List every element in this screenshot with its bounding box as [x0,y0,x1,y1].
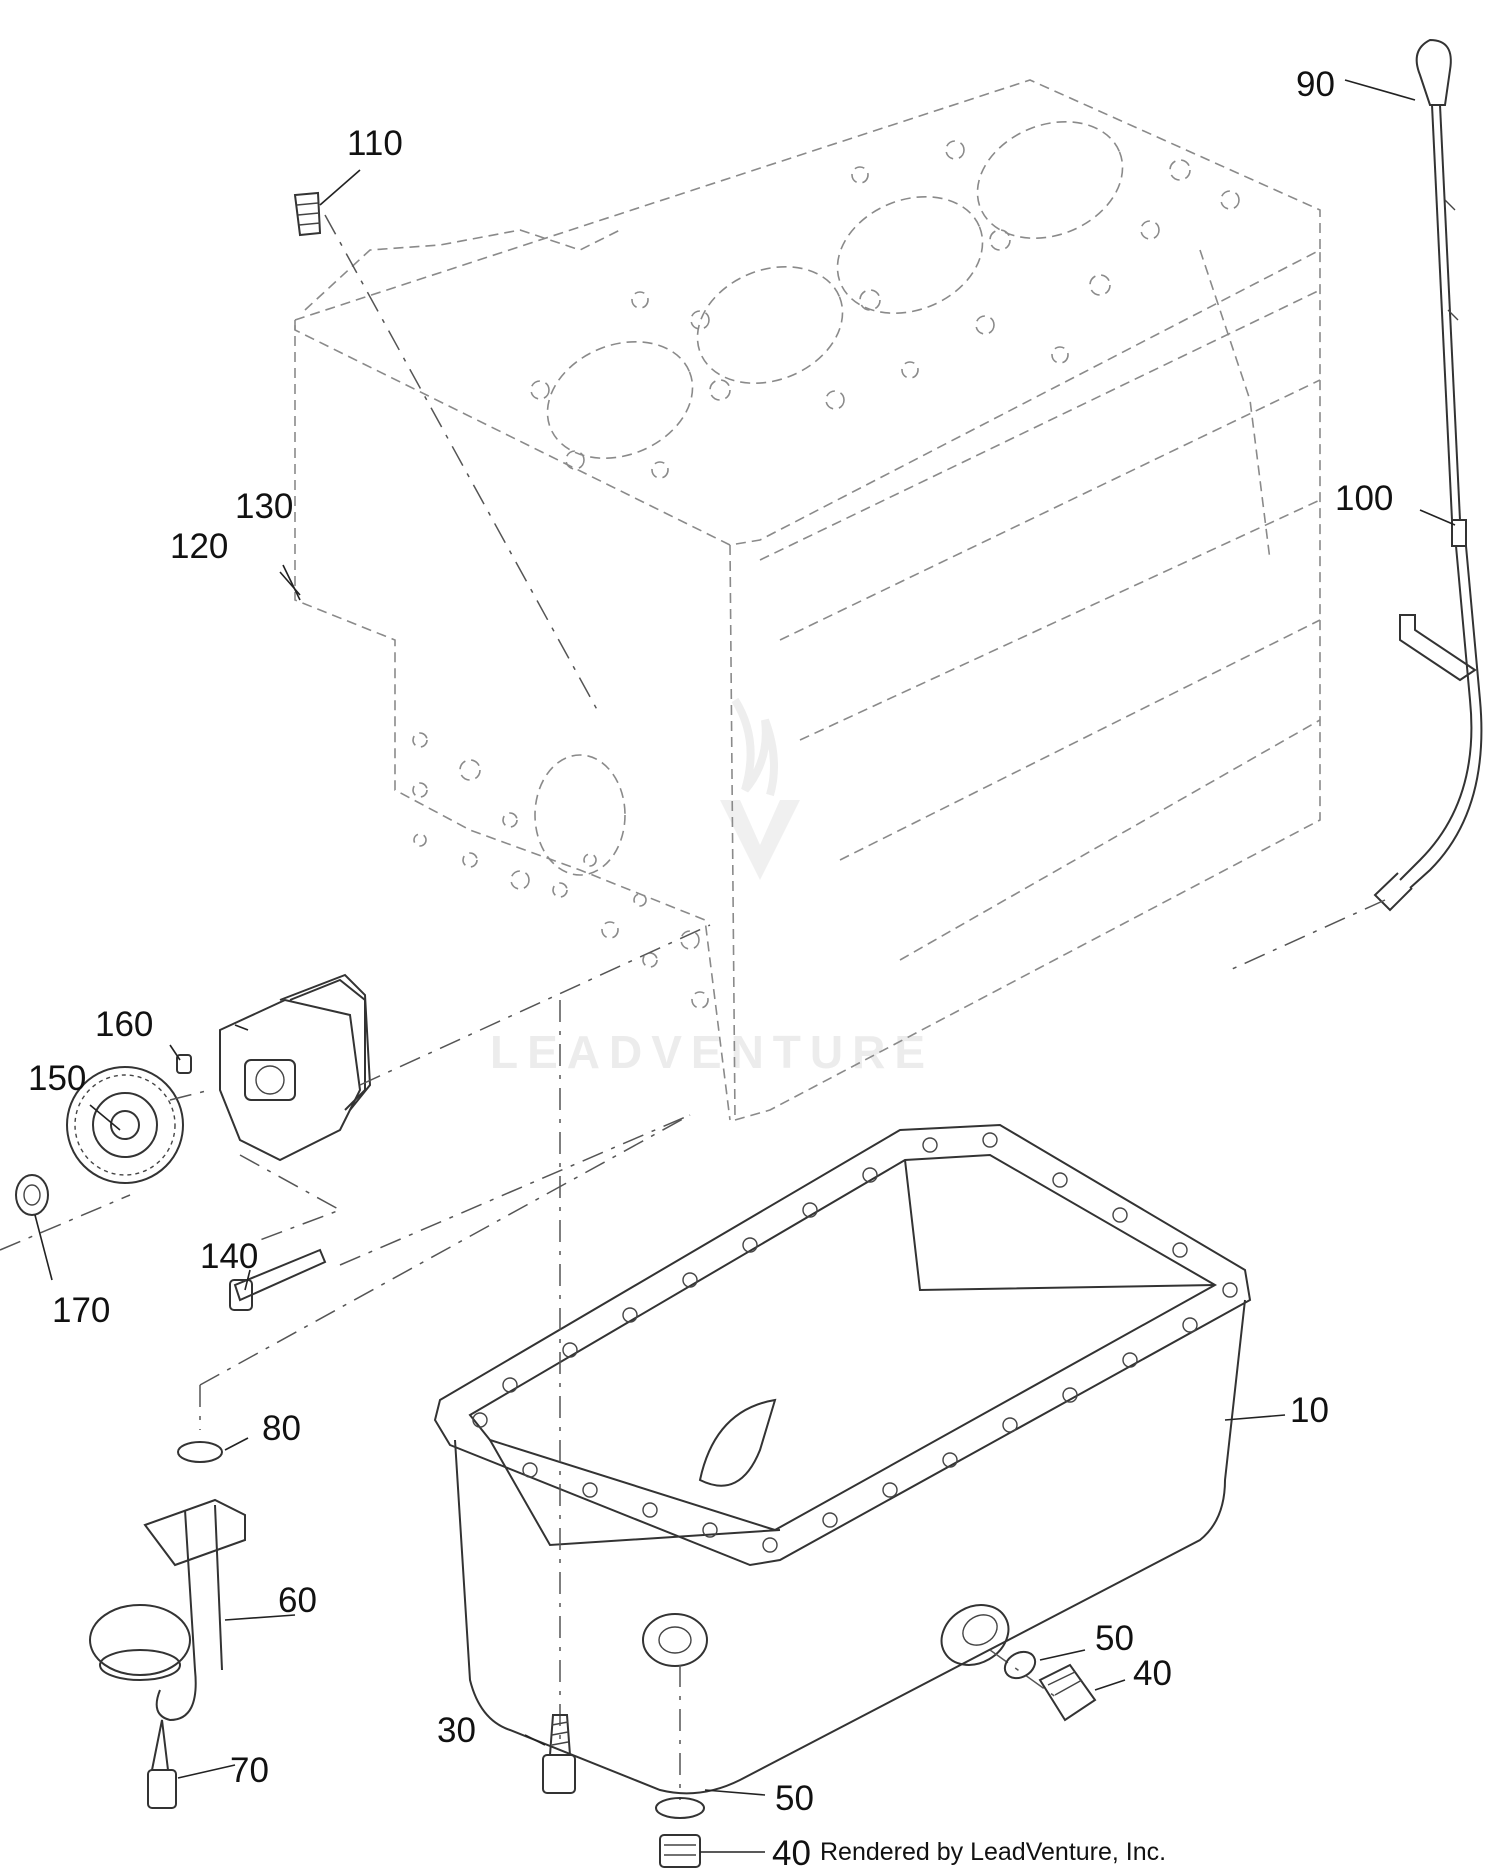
drain-plug-40-bottom [659,1834,701,1868]
callout-30: 30 [437,1711,476,1750]
pan-dash-lines [559,1000,1061,1800]
callout-labels: 90 110 100 130 120 160 150 140 170 10 80… [28,65,1393,1873]
callout-40-side: 40 [1133,1654,1172,1693]
callout-80: 80 [262,1409,301,1448]
callout-160: 160 [95,1005,153,1044]
watermark-text: LEADVENTURE [490,1026,934,1078]
pump-dash-lines [0,924,711,1430]
gasket-50-side [1003,1650,1037,1680]
callout-100: 100 [1335,479,1393,518]
leader-lines [34,79,1456,1853]
gear-150 [66,1066,184,1184]
nut-170 [15,1174,49,1216]
callout-150: 150 [28,1059,86,1098]
gasket-50-bottom [655,1797,705,1819]
render-credit: Rendered by LeadVenture, Inc. [820,1838,1166,1866]
callout-50-bottom: 50 [775,1779,814,1818]
drain-plug-40-side [1038,1663,1097,1722]
bolt-30 [542,1714,576,1794]
key-160 [176,1054,192,1074]
callout-10: 10 [1290,1391,1329,1430]
callout-50-side: 50 [1095,1619,1134,1658]
callout-40-bottom: 40 [772,1834,811,1873]
bolt-70 [147,1719,177,1809]
callout-120: 120 [170,527,228,566]
callout-140: 140 [200,1237,258,1276]
callout-70: 70 [230,1751,269,1790]
plug-110 [293,191,322,237]
callout-130: 130 [235,487,293,526]
dipstick [1415,38,1461,521]
dipstick-guide-tube [1229,519,1483,971]
oil-pump [219,973,372,1162]
engine-block [294,79,1321,1121]
o-ring-80 [177,1441,223,1463]
pump-gasket-130 [289,978,366,1111]
oil-pan-10 [433,1123,1252,1795]
callout-90: 90 [1296,65,1335,104]
callout-170: 170 [52,1291,110,1330]
watermark-logo [720,697,800,880]
callout-60: 60 [278,1581,317,1620]
callout-110: 110 [347,124,403,163]
bolt-140 [229,1248,327,1311]
oil-strainer-60 [89,1498,246,1722]
